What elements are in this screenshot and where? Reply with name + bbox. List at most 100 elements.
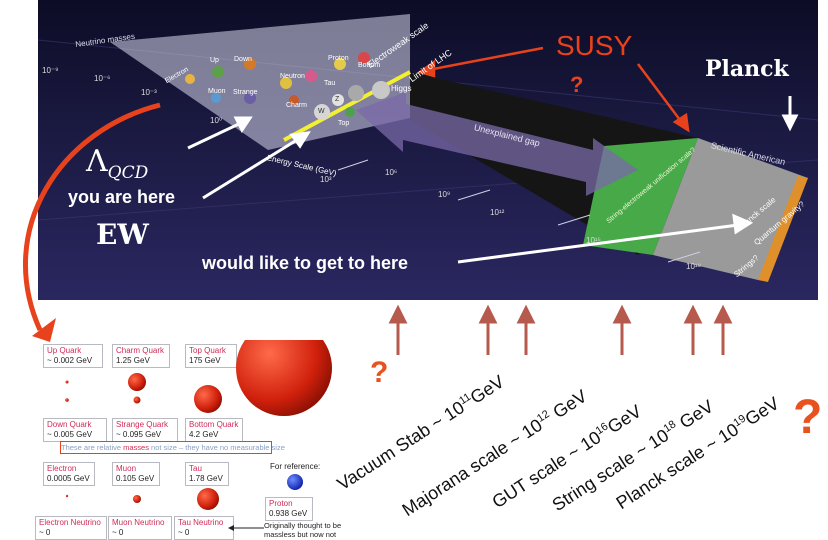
muon-neutrino-value: ~ 0 <box>112 528 124 537</box>
exponent-label: 10³ <box>320 175 332 184</box>
particle-mass-chart: Up Quark ~ 0.002 GeV Charm Quark 1.25 Ge… <box>0 340 360 540</box>
particle-label-z: Z <box>335 96 340 103</box>
charm-quark-box: Charm Quark 1.25 GeV <box>112 344 170 368</box>
exponent-label: 10⁶ <box>385 168 398 177</box>
exponent-label: 10⁻⁶ <box>94 74 111 83</box>
particle-label-neutron: Neutron <box>280 73 305 80</box>
note-text-pre: These are relative <box>61 443 124 452</box>
susy-arrows <box>417 46 690 133</box>
lambda-qcd-label: ΛQCD <box>86 144 148 183</box>
for-reference-label: For reference: <box>270 462 321 471</box>
electron-name: Electron <box>47 464 77 473</box>
you-are-here-label: you are here <box>68 187 176 207</box>
tau-neutrino-name: Tau Neutrino <box>178 518 224 527</box>
question-mark-right: ? <box>793 391 823 444</box>
relative-mass-note: These are relative masses not size – the… <box>60 441 285 454</box>
bottom-quark-name: Bottom Quark <box>189 420 239 429</box>
particle-label-tau: Tau <box>324 80 336 87</box>
lambda-symbol: Λ <box>86 144 108 179</box>
originally-note: Originally thought to be massless but no… <box>264 521 342 539</box>
particle-label-top: Top <box>338 120 350 127</box>
strange-quark-sphere <box>133 396 141 404</box>
electron-box: Electron 0.0005 GeV <box>43 462 95 486</box>
particle-label-down: Down <box>234 56 252 63</box>
particle-label-up: Up <box>210 57 219 64</box>
tau-sphere <box>197 488 219 510</box>
top-quark-name: Top Quark <box>189 346 226 355</box>
mass-spheres <box>65 340 332 510</box>
lhc-limit-line <box>283 70 411 142</box>
scale-up-arrows <box>388 304 733 355</box>
scale-unit: GeV <box>466 371 508 408</box>
muon-box: Muon 0.105 GeV <box>112 462 160 486</box>
scale-unit: GeV <box>545 385 591 425</box>
energy-ladder-graphic <box>38 14 818 282</box>
lambda-subscript: QCD <box>107 163 149 183</box>
tau-value: 1.78 GeV <box>189 474 223 483</box>
particle-label-strange: Strange <box>233 89 258 96</box>
muon-value: 0.105 GeV <box>116 474 155 483</box>
proton-sphere <box>287 474 303 490</box>
tau-name: Tau <box>189 464 202 473</box>
muon-name: Muon <box>116 464 137 473</box>
particle-label-charm: Charm <box>286 102 308 109</box>
scale-unit: GeV <box>741 392 783 430</box>
tau-neutrino-value: ~ 0 <box>178 528 190 537</box>
would-like-label: would like to get to here <box>202 253 409 273</box>
exponent-label: 10¹⁸ <box>686 262 701 271</box>
exponent-label: 10⁰ <box>210 116 223 125</box>
electron-neutrino-name: Electron Neutrino <box>39 518 101 527</box>
curved-red-arrowhead <box>32 318 56 342</box>
top-quark-value: 175 GeV <box>189 356 221 365</box>
proton-box: Proton 0.938 GeV <box>265 497 313 521</box>
up-quark-box: Up Quark ~ 0.002 GeV <box>43 344 103 368</box>
down-quark-sphere <box>65 398 69 402</box>
exponent-label: 10¹⁵ <box>586 236 601 245</box>
energy-scale-panel: Neutrino masses Electroweak scale Limit … <box>38 0 818 300</box>
particle-label-w: W <box>318 108 325 115</box>
top-quark-sphere <box>236 340 332 416</box>
ew-label: EW <box>96 218 149 251</box>
ladder-planck-region <box>653 138 808 280</box>
up-quark-sphere <box>65 380 69 384</box>
proton-name: Proton <box>269 499 293 508</box>
proton-value: 0.938 GeV <box>269 509 308 518</box>
tau-neutrino-box: Tau Neutrino ~ 0 <box>174 516 234 540</box>
muon-neutrino-name: Muon Neutrino <box>112 518 165 527</box>
ladder-known-region <box>110 14 410 150</box>
exponent-label: 10⁹ <box>438 190 451 199</box>
electron-neutrino-box: Electron Neutrino ~ 0 <box>35 516 107 540</box>
top-quark-box: Top Quark 175 GeV <box>185 344 237 368</box>
particle-label-proton: Proton <box>328 55 349 62</box>
note-text-post: not size – they have no measurable size <box>148 443 285 452</box>
up-quark-value: ~ 0.002 GeV <box>47 356 93 365</box>
question-mark-left: ? <box>370 356 389 389</box>
electron-value: 0.0005 GeV <box>47 474 90 483</box>
exponent-label: 10⁻³ <box>141 88 157 97</box>
particle-label-muon: Muon <box>208 88 226 95</box>
strange-quark-value: ~ 0.095 GeV <box>116 430 162 439</box>
strange-quark-name: Strange Quark <box>116 420 169 429</box>
bottom-quark-box: Bottom Quark 4.2 GeV <box>185 418 243 442</box>
scale-unit: GeV <box>671 396 718 436</box>
susy-question-mark: ? <box>570 72 584 97</box>
susy-label: SUSY <box>556 30 633 61</box>
originally-arrow <box>228 525 264 531</box>
ladder-edge-orange <box>758 176 808 282</box>
down-quark-name: Down Quark <box>47 420 92 429</box>
charm-quark-value: 1.25 GeV <box>116 356 150 365</box>
exponent-label: 10⁻⁹ <box>42 66 59 75</box>
exponent-label: 10¹² <box>490 208 505 217</box>
up-quark-name: Up Quark <box>47 346 82 355</box>
particle-spheres <box>185 52 390 120</box>
unexplained-gap-arrow <box>356 92 638 196</box>
electron-neutrino-value: ~ 0 <box>39 528 51 537</box>
white-arrows <box>187 96 799 264</box>
charm-quark-name: Charm Quark <box>116 346 165 355</box>
bottom-quark-sphere <box>194 385 222 413</box>
energy-axis-ticks <box>337 159 701 263</box>
scale-unit: GeV <box>603 400 645 438</box>
particle-label-bottom: Bottom <box>358 62 381 69</box>
muon-sphere <box>133 495 141 503</box>
electron-sphere <box>65 494 69 498</box>
